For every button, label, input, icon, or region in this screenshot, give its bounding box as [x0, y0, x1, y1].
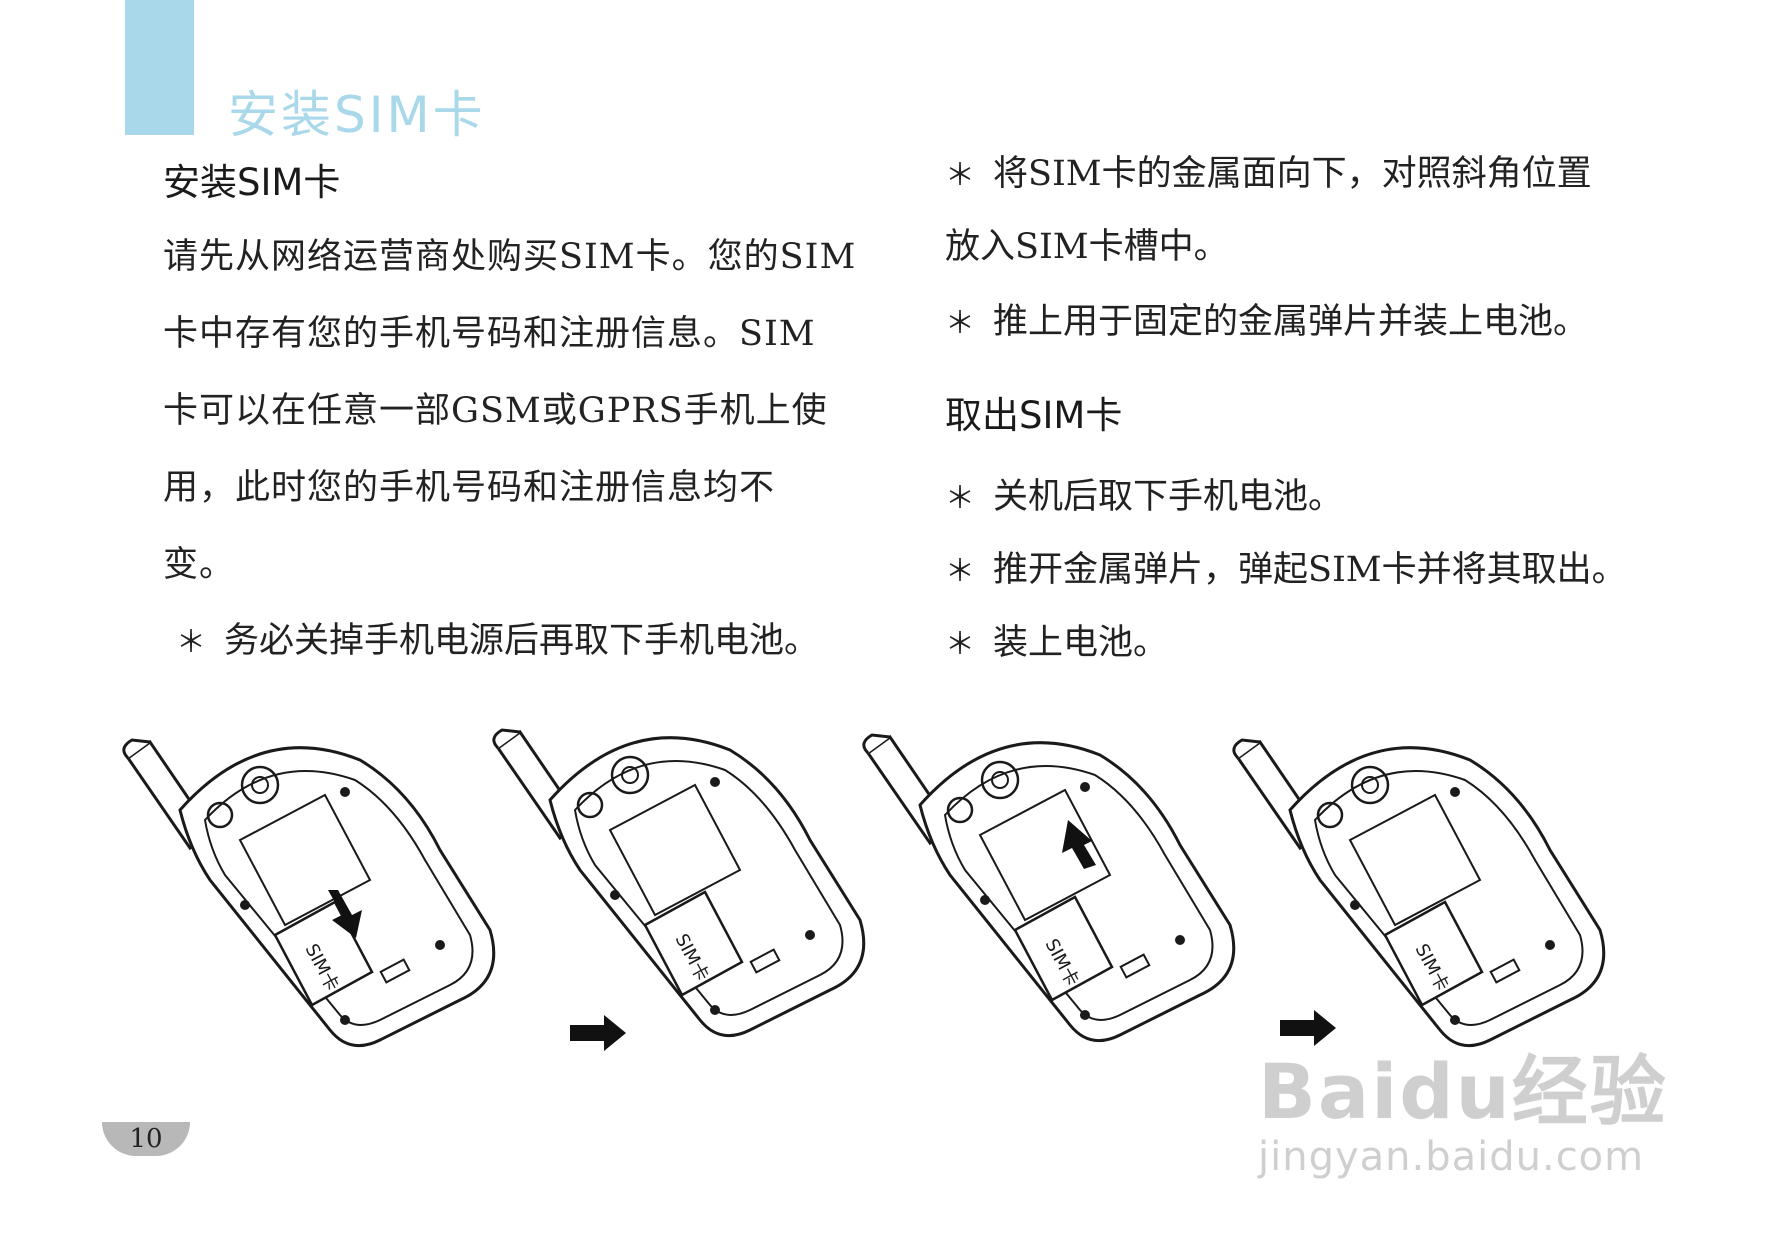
install-paragraph-line: 变。 [163, 545, 236, 585]
install-step-1-line-2: 放入SIM卡槽中。 [945, 227, 1229, 267]
bullet-marker: ＊ [945, 158, 975, 193]
install-paragraph-line: 用，此时您的手机号码和注册信息均不 [163, 468, 776, 508]
remove-step-2: ＊ 推开金属弹片，弹起SIM卡并将其取出。 [945, 541, 1627, 592]
bullet-marker: ＊ [176, 625, 206, 660]
install-step-2-text: 推上用于固定的金属弹片并装上电池。 [993, 302, 1589, 342]
section-tab-bar [125, 0, 194, 135]
install-step-1: ＊ 将SIM卡的金属面向下，对照斜角位置 [945, 145, 1592, 196]
remove-step-3-text: 装上电池。 [993, 623, 1169, 663]
install-note-text: 务必关掉手机电源后再取下手机电池。 [224, 621, 820, 661]
install-heading: 安装SIM卡 [163, 161, 341, 204]
illustration-panel-3: SIM卡 [862, 733, 1236, 1043]
bullet-marker: ＊ [945, 481, 975, 516]
page-number: 10 [129, 1124, 163, 1154]
install-step-1-continuation: 放入SIM卡槽中。 [945, 218, 1229, 269]
watermark: Baidu经验 jingyan.baidu.com [1258, 1030, 1668, 1180]
remove-step-2-text: 推开金属弹片，弹起SIM卡并将其取出。 [993, 550, 1627, 590]
install-step-1-line-1: 将SIM卡的金属面向下，对照斜角位置 [993, 154, 1592, 194]
install-paragraph-line: 卡中存有您的手机号码和注册信息。SIM [163, 314, 816, 354]
illustration-panel-4: SIM卡 [1232, 738, 1606, 1048]
install-step-2: ＊ 推上用于固定的金属弹片并装上电池。 [945, 293, 1588, 344]
remove-step-1-text: 关机后取下手机电池。 [993, 477, 1344, 517]
illustration-panel-2: SIM卡 [492, 728, 866, 1038]
section-header: 安装SIM卡 [228, 86, 486, 144]
install-note: ＊ 务必关掉手机电源后再取下手机电池。 [176, 612, 819, 663]
remove-heading: 取出SIM卡 [945, 394, 1123, 437]
sim-install-illustrations: SIM卡 SIM卡 SIM卡 SIM卡 [122, 728, 1606, 1051]
install-paragraph-line: 卡可以在任意一部GSM或GPRS手机上使 [163, 391, 828, 431]
watermark-sub: jingyan.baidu.com [1258, 1134, 1645, 1180]
bullet-marker: ＊ [945, 627, 975, 662]
install-paragraph-line: 请先从网络运营商处购买SIM卡。您的SIM [163, 237, 857, 277]
remove-step-3: ＊ 装上电池。 [945, 614, 1168, 665]
bullet-marker: ＊ [945, 306, 975, 341]
arrow-right-icon [570, 1015, 626, 1051]
remove-step-1: ＊ 关机后取下手机电池。 [945, 468, 1343, 519]
watermark-main: Baidu经验 [1258, 1047, 1668, 1136]
illustration-panel-1: SIM卡 [122, 738, 496, 1048]
bullet-marker: ＊ [945, 554, 975, 589]
